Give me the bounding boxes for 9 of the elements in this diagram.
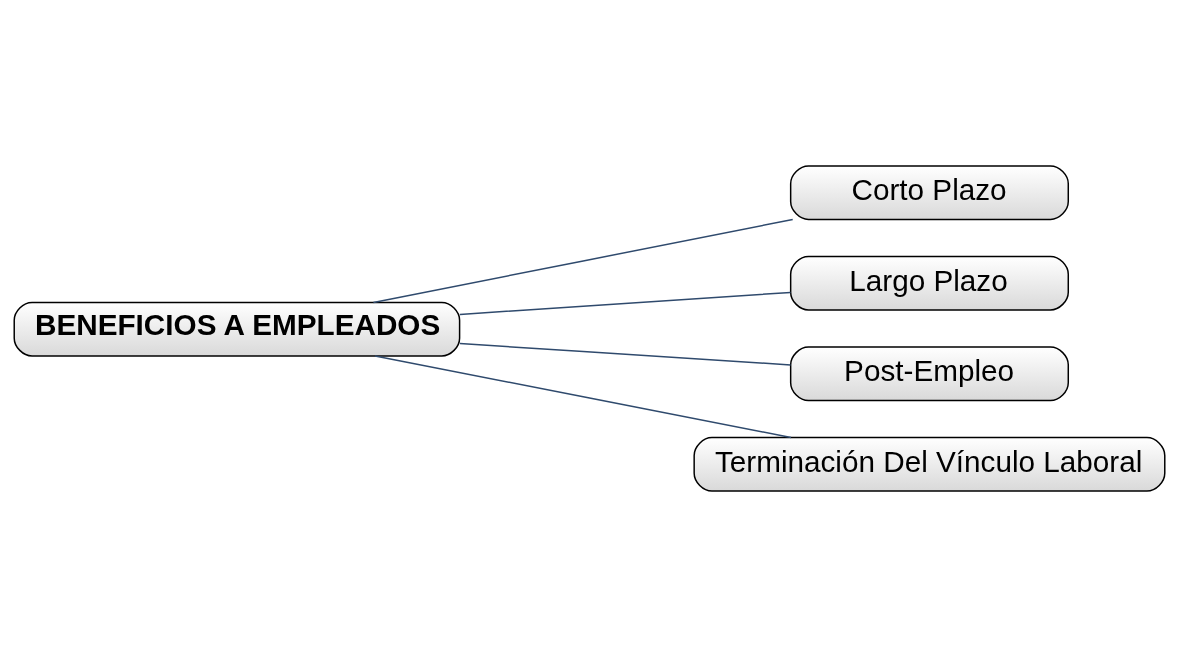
connector [374, 354, 792, 438]
node-box: Terminación Del Vínculo Laboral [693, 436, 1166, 492]
connector [372, 218, 794, 303]
connector [459, 342, 792, 366]
node-box: BENEFICIOS A EMPLEADOS [13, 301, 461, 357]
node-box: Post-Empleo [789, 345, 1069, 401]
node-box: Corto Plazo [789, 164, 1069, 220]
node-box: Largo Plazo [789, 255, 1069, 311]
connector [459, 291, 792, 315]
